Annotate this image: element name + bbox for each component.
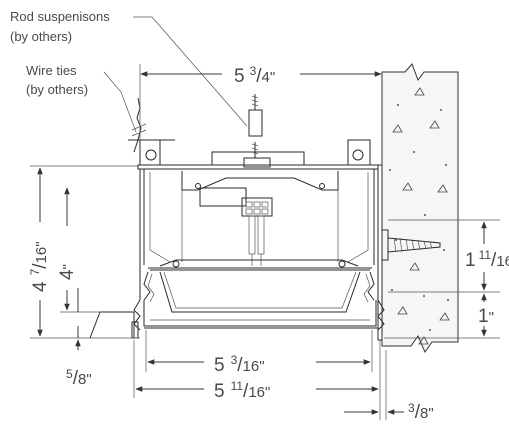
dim-right-upper-main: 1 — [465, 250, 476, 271]
dim-left-height-unit: " — [33, 241, 50, 246]
svg-text:5/8": 5/8" — [66, 367, 92, 389]
svg-text:47/16": 47/16" — [28, 241, 51, 292]
dim-outer-width-den: 16 — [248, 384, 265, 401]
concrete-wall — [381, 63, 459, 354]
svg-text:111/16": 111/16" — [465, 248, 509, 271]
wall-anchor-screw — [381, 229, 441, 261]
dim-top-width-main: 5 — [234, 66, 245, 87]
dim-right-upper-den: 16 — [496, 253, 509, 270]
wire-tie — [131, 97, 147, 153]
dim-left-height-den: 16 — [33, 247, 50, 264]
dim-left-height-main: 4 — [30, 281, 51, 292]
wire-callout-line2: (by others) — [26, 82, 88, 97]
dim-right-upper-num: 11 — [479, 248, 492, 262]
dim-wall-offset: 3/8" — [344, 350, 434, 423]
dim-top-width-den: 4 — [262, 69, 270, 86]
dim-outer-width-main: 5 — [214, 381, 225, 402]
wire-callout: Wire ties (by others) — [26, 63, 137, 133]
dim-lip-unit: " — [86, 371, 91, 388]
svg-text:53/16": 53/16" — [214, 353, 265, 376]
fixture-housing — [89, 139, 385, 341]
dim-wall-offset-den: 8 — [420, 405, 428, 422]
rod-callout-line1: Rod suspenisons — [10, 9, 110, 24]
dim-inner-height: 4" — [57, 187, 100, 313]
rod-callout: Rod suspenisons (by others) — [10, 9, 248, 127]
dim-lip-num: 5 — [66, 367, 73, 381]
dim-left-height: 47/16" — [28, 165, 140, 339]
dim-wall-offset-unit: " — [428, 405, 433, 422]
dim-right-upper: 111/16" — [388, 219, 509, 293]
rod-suspension — [248, 94, 263, 158]
dim-outer-width-unit: " — [265, 384, 270, 401]
dim-lip-den: 8 — [78, 371, 86, 388]
dim-right-lower: 1" — [384, 293, 500, 339]
dim-lip: 5/8" — [66, 326, 92, 389]
dim-outer-width-num: 11 — [231, 379, 244, 393]
rod-callout-line2: (by others) — [10, 29, 72, 44]
dim-right-lower-unit: " — [489, 309, 494, 326]
dim-inner-height-main: 4 — [57, 269, 78, 280]
dim-top-width-num: 3 — [250, 64, 257, 78]
dim-inner-width-unit: " — [259, 358, 264, 375]
dim-inner-width-num: 3 — [231, 353, 238, 367]
svg-text:4": 4" — [57, 264, 78, 280]
dim-right-lower-main: 1 — [478, 306, 489, 327]
dim-top-width-unit: " — [270, 69, 275, 86]
dim-inner-width-main: 5 — [214, 355, 225, 376]
svg-text:53/4": 53/4" — [234, 64, 275, 87]
dim-inner-height-unit: " — [60, 264, 77, 269]
svg-text:1": 1" — [478, 306, 494, 327]
dim-inner-width-den: 16 — [243, 358, 260, 375]
dim-left-height-num: 7 — [28, 268, 42, 275]
wire-callout-line1: Wire ties — [26, 63, 77, 78]
svg-text:511/16": 511/16" — [214, 379, 270, 402]
svg-text:3/8": 3/8" — [408, 401, 434, 423]
dim-wall-offset-num: 3 — [408, 401, 415, 415]
